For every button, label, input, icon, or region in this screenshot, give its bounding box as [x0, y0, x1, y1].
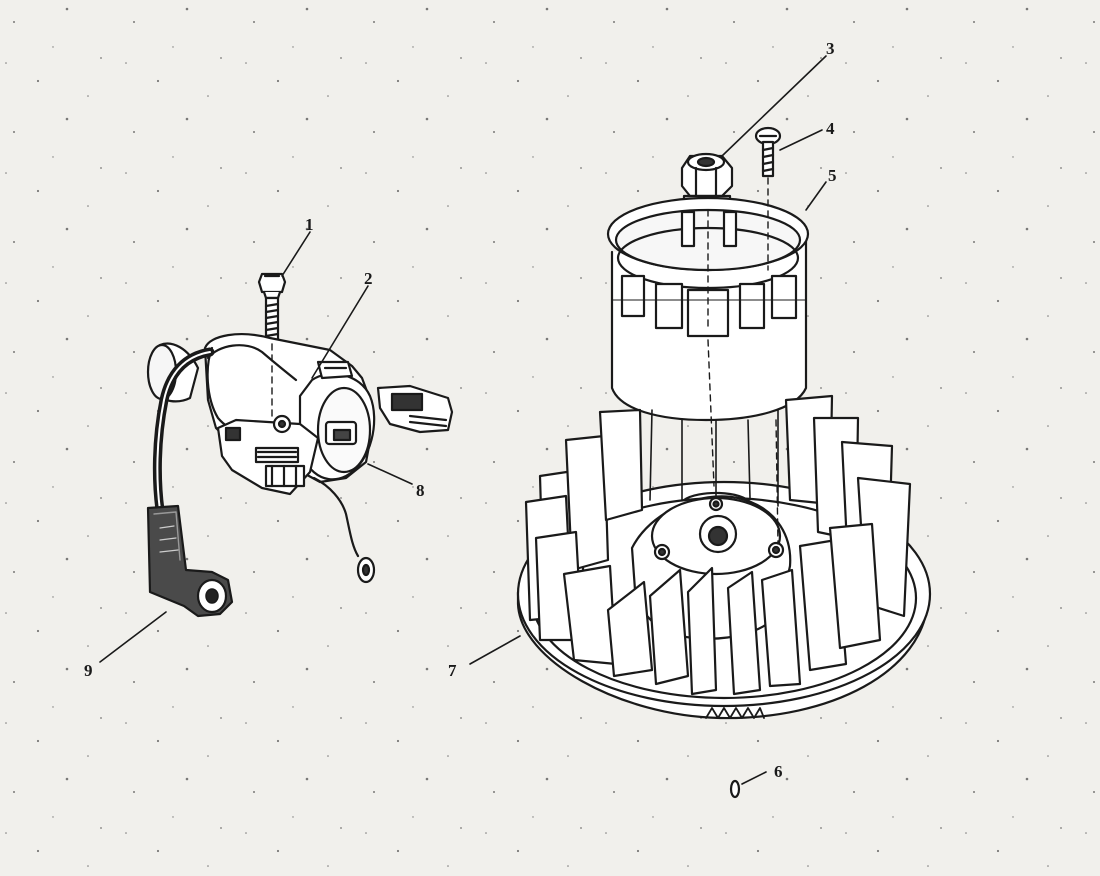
screen-screw-part [754, 126, 782, 178]
callout-5: 5 [828, 166, 837, 185]
flywheel-part [516, 394, 932, 720]
callout-6: 6 [774, 762, 783, 781]
callout-3: 3 [826, 39, 835, 58]
callout-4: 4 [826, 119, 835, 138]
flywheel-key-part [729, 779, 741, 799]
rotating-screen-part [606, 196, 810, 422]
alignment-lines [271, 177, 779, 545]
ignition-module-part [146, 333, 454, 584]
callout-7: 7 [448, 661, 457, 680]
callout-1: 1 [305, 215, 314, 234]
callout-2: 2 [364, 269, 373, 288]
callout-8: 8 [416, 481, 425, 500]
callout-labels: 1 2 3 4 5 6 7 8 9 [84, 39, 837, 781]
leader-lines [99, 55, 827, 785]
callout-9: 9 [84, 661, 93, 680]
spark-plug-boot-part [146, 347, 234, 618]
coil-bolt-part [257, 272, 287, 344]
